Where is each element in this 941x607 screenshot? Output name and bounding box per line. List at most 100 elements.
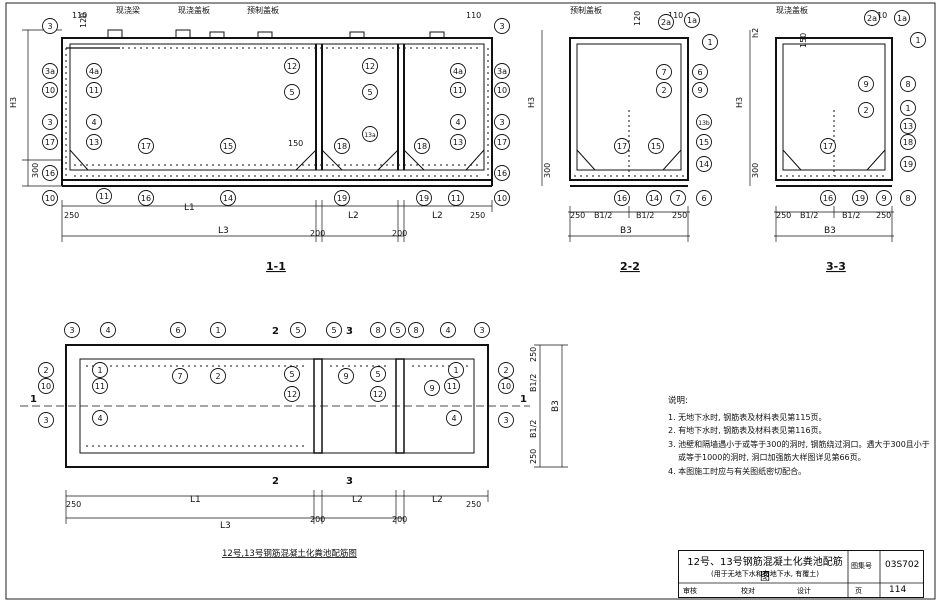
rebar-mark-circle (494, 18, 510, 34)
rebar-mark-circle (284, 84, 300, 100)
section-1-1 (22, 29, 493, 242)
rebar-mark-label: 16 (617, 194, 627, 203)
rebar-mark-circle (170, 322, 186, 338)
dim-h3-22: H3 (527, 97, 536, 108)
rebar-mark-5: 5 (390, 322, 406, 338)
rebar-mark-circle (338, 368, 354, 384)
rebar-mark-circle (696, 190, 712, 206)
dim-110-11-right: 110 (466, 11, 481, 20)
rebar-mark-circle (38, 412, 54, 428)
rebar-mark-label: 9 (863, 80, 868, 89)
rebar-mark-circle (900, 100, 916, 116)
rebar-mark-2: 2 (38, 362, 54, 378)
note-item-2: 2. 有地下水时, 钢筋表及材料表见第116页。 (668, 426, 827, 435)
rebar-mark-17: 17 (494, 134, 510, 150)
rebar-mark-circle (64, 322, 80, 338)
rebar-mark-circle (284, 386, 300, 402)
rebar-mark-circle (498, 412, 514, 428)
rebar-mark-11: 11 (92, 378, 108, 394)
dim-l2-11a: L2 (348, 211, 359, 221)
dim-250-plan-top: 250 (529, 347, 538, 362)
dim-120-11: 120 (79, 13, 88, 28)
dim-l3-plan: L3 (220, 521, 231, 531)
rebar-mark-11: 11 (96, 188, 112, 204)
rebar-mark-14: 14 (646, 190, 662, 206)
rebar-mark-circle (440, 322, 456, 338)
rebar-mark-circle (684, 12, 700, 28)
rebar-mark-9: 9 (876, 190, 892, 206)
rebar-mark-3a: 3a (42, 63, 58, 79)
rebar-mark-circle (494, 114, 510, 130)
rebar-mark-label: 16 (497, 169, 507, 178)
rebar-mark-circle (42, 18, 58, 34)
page-number: 114 (889, 585, 907, 595)
rebar-mark-1: 1 (92, 362, 108, 378)
rebar-mark-label: 3a (45, 67, 55, 76)
rebar-mark-11: 11 (450, 82, 466, 98)
rebar-mark-circle (334, 190, 350, 206)
rebar-mark-label: 4 (451, 414, 456, 423)
rebar-mark-label: 1a (687, 16, 697, 25)
rebar-mark-circle (498, 362, 514, 378)
atlas-number: 03S702 (885, 560, 920, 570)
rebar-mark-8: 8 (370, 322, 386, 338)
rebar-mark-label: 11 (453, 86, 463, 95)
rebar-mark-circle (494, 82, 510, 98)
rebar-mark-13: 13 (450, 134, 466, 150)
dim-l3-11: L3 (218, 226, 229, 236)
rebar-mark-label: 1a (897, 14, 907, 23)
rebar-mark-2a: 2a (864, 10, 880, 26)
rebar-mark-label: 3 (503, 416, 508, 425)
rebar-mark-label: 1 (215, 326, 220, 335)
rebar-mark-label: 3a (497, 67, 507, 76)
dim-200-plan-a: 200 (310, 515, 325, 524)
rebar-mark-label: 17 (823, 142, 833, 151)
dim-200-11a: 200 (310, 229, 325, 238)
rebar-mark-label: 2a (661, 18, 671, 27)
review-label: 审核 (683, 587, 697, 595)
sheet-border (5, 2, 936, 600)
rebar-mark-label: 15 (223, 142, 233, 151)
dim-250-33-right: 250 (876, 211, 891, 220)
rebar-mark-3: 3 (42, 114, 58, 130)
rebar-mark-7: 7 (656, 64, 672, 80)
rebar-mark-label: 4 (97, 414, 102, 423)
dim-l1-plan: L1 (190, 495, 201, 505)
rebar-mark-label: 11 (99, 192, 109, 201)
rebar-mark-10: 10 (498, 378, 514, 394)
rebar-mark-18: 18 (414, 138, 430, 154)
rebar-mark-5: 5 (362, 84, 378, 100)
rebar-mark-9: 9 (424, 380, 440, 396)
rebar-mark-label: 4 (91, 118, 96, 127)
rebar-mark-label: 15 (699, 138, 709, 147)
cut-mark-1-left: 1 (30, 394, 37, 405)
dim-b1-33a: B1/2 (800, 211, 818, 220)
rebar-mark-label: 7 (177, 372, 182, 381)
label-precast-cover-1: 预制盖板 (247, 5, 279, 15)
rebar-mark-label: 1 (97, 366, 102, 375)
rebar-mark-label: 3 (47, 22, 52, 31)
rebar-mark-circle (444, 378, 460, 394)
rebar-mark-label: 1 (453, 366, 458, 375)
rebar-mark-circle (414, 138, 430, 154)
rebar-mark-label: 12 (365, 62, 375, 71)
rebar-mark-label: 10 (45, 194, 55, 203)
rebar-mark-circle (656, 64, 672, 80)
rebar-mark-circle (138, 190, 154, 206)
rebar-mark-circle (38, 362, 54, 378)
rebar-mark-15: 15 (220, 138, 236, 154)
rebar-mark-5: 5 (284, 84, 300, 100)
dim-120-22: 120 (633, 11, 642, 26)
rebar-mark-label: 2a (867, 14, 877, 23)
rebar-mark-circle (900, 156, 916, 172)
cut-mark-3-bottom: 3 (346, 476, 353, 487)
rebar-mark-label: 1 (707, 38, 712, 47)
rebar-mark-circle (448, 362, 464, 378)
label-cast-cover-1: 现浇盖板 (178, 5, 210, 15)
rebar-mark-11: 11 (444, 378, 460, 394)
dim-h3-11: H3 (9, 97, 18, 108)
rebar-mark-circle (858, 76, 874, 92)
rebar-mark-12: 12 (284, 386, 300, 402)
dim-250-plan-bottom: 250 (529, 449, 538, 464)
